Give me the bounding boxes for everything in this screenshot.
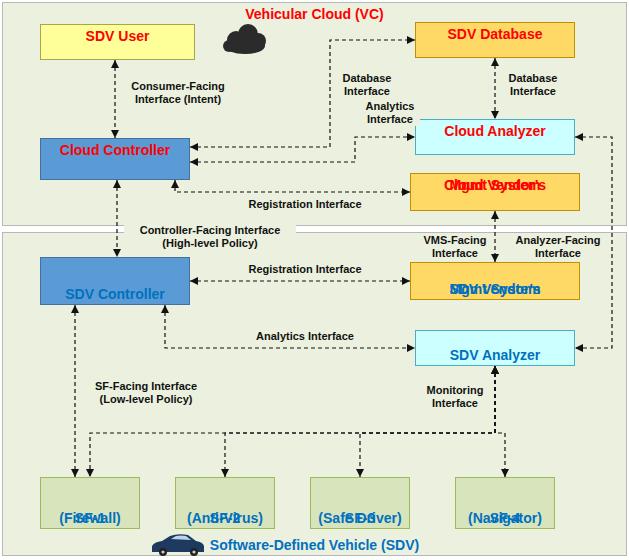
controller-box: SDV Controller <box>40 257 190 305</box>
region-title: Vehicular Cloud (VC) <box>3 6 626 23</box>
box-text: (Navigator) <box>456 510 554 527</box>
interface-label: Registration Interface <box>225 198 385 211</box>
function-box: SF-1(Firewall) <box>40 477 140 529</box>
interface-label: Analyzer-Facing Interface <box>510 234 606 260</box>
dashed-connector <box>190 137 415 162</box>
box-text: Cloud Controller <box>41 142 189 159</box>
interface-label: VMS-Facing Interface <box>420 234 490 260</box>
dashed-connector <box>165 305 415 348</box>
dashed-connector <box>190 280 410 281</box>
interface-label: Analytics Interface <box>360 100 420 126</box>
dashed-connector <box>116 180 117 257</box>
controller-box: Cloud Controller <box>40 138 190 180</box>
vendor-mgmt-box: Cloud Vendor'sMgmt System <box>410 173 580 211</box>
analyzer-box: Cloud Analyzer <box>415 119 575 155</box>
box-text: SDV Controller <box>41 286 189 303</box>
box-text: SDV Analyzer <box>416 347 574 364</box>
database-box: SDV Database <box>415 22 575 58</box>
dashed-connector <box>495 366 505 477</box>
box-text: Cloud Analyzer <box>416 123 574 140</box>
function-box: SF-2(Anti-Virus) <box>175 477 275 529</box>
box-text: SDV User <box>41 28 194 45</box>
dashed-connector <box>114 60 115 138</box>
cloud-band: Vehicular Cloud (VC) SDV User SDV Database… <box>2 2 627 226</box>
dashed-connector <box>494 58 495 119</box>
dashed-connector <box>494 211 495 262</box>
dashed-connector <box>74 305 75 477</box>
interface-label: Controller-Facing Interface (High-level … <box>124 224 296 250</box>
vendor-mgmt-box: SDV Vendor'sMgmt System <box>410 262 580 300</box>
interface-label: SF-Facing Interface (Low-level Policy) <box>84 380 208 406</box>
cloud-icon <box>223 24 266 54</box>
interface-label: Database Interface <box>336 72 398 98</box>
dashed-connector <box>360 366 495 477</box>
box-text: SDV Database <box>416 26 574 43</box>
function-box: SF-3(Safe Driver) <box>310 477 410 529</box>
user-box: SDV User <box>40 24 195 60</box>
function-box: SF-4(Navigator) <box>455 477 555 529</box>
box-text: (Anti-Virus) <box>176 510 274 527</box>
box-text: (Safe Driver) <box>311 510 409 527</box>
box-text: Mgmt System <box>411 177 579 194</box>
interface-label: Consumer-Facing Interface (Intent) <box>122 80 234 106</box>
analyzer-box: SDV Analyzer <box>415 330 575 366</box>
region-title: Software-Defined Vehicle (SDV) <box>3 537 626 554</box>
box-text: (Firewall) <box>41 510 139 527</box>
interface-label: Registration Interface <box>225 263 385 276</box>
dashed-connector <box>175 180 410 192</box>
car-icon <box>152 534 204 556</box>
dashed-connector <box>225 366 495 477</box>
interface-label: Monitoring Interface <box>420 384 490 410</box>
interface-label: Database Interface <box>502 72 564 98</box>
interface-label: Analytics Interface <box>225 330 385 343</box>
box-text: Mgmt System <box>411 281 579 298</box>
